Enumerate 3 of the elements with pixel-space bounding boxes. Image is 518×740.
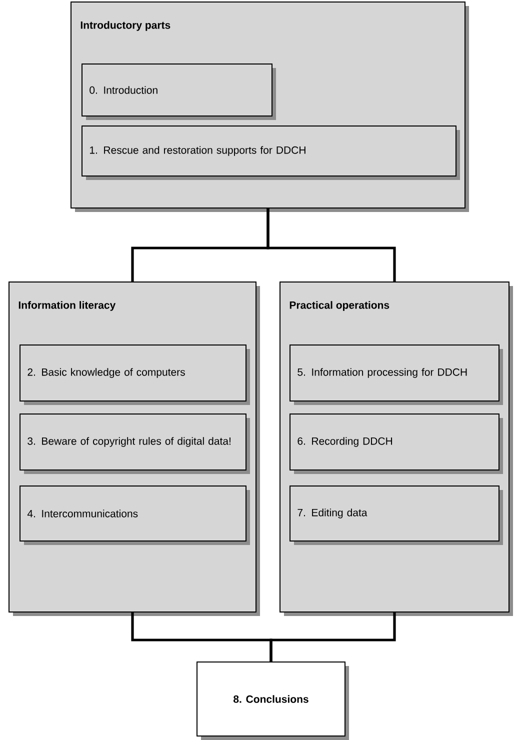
connector-line	[270, 612, 396, 662]
connector-line	[266, 208, 396, 282]
conclusion-box: 8. Conclusions	[196, 662, 349, 740]
